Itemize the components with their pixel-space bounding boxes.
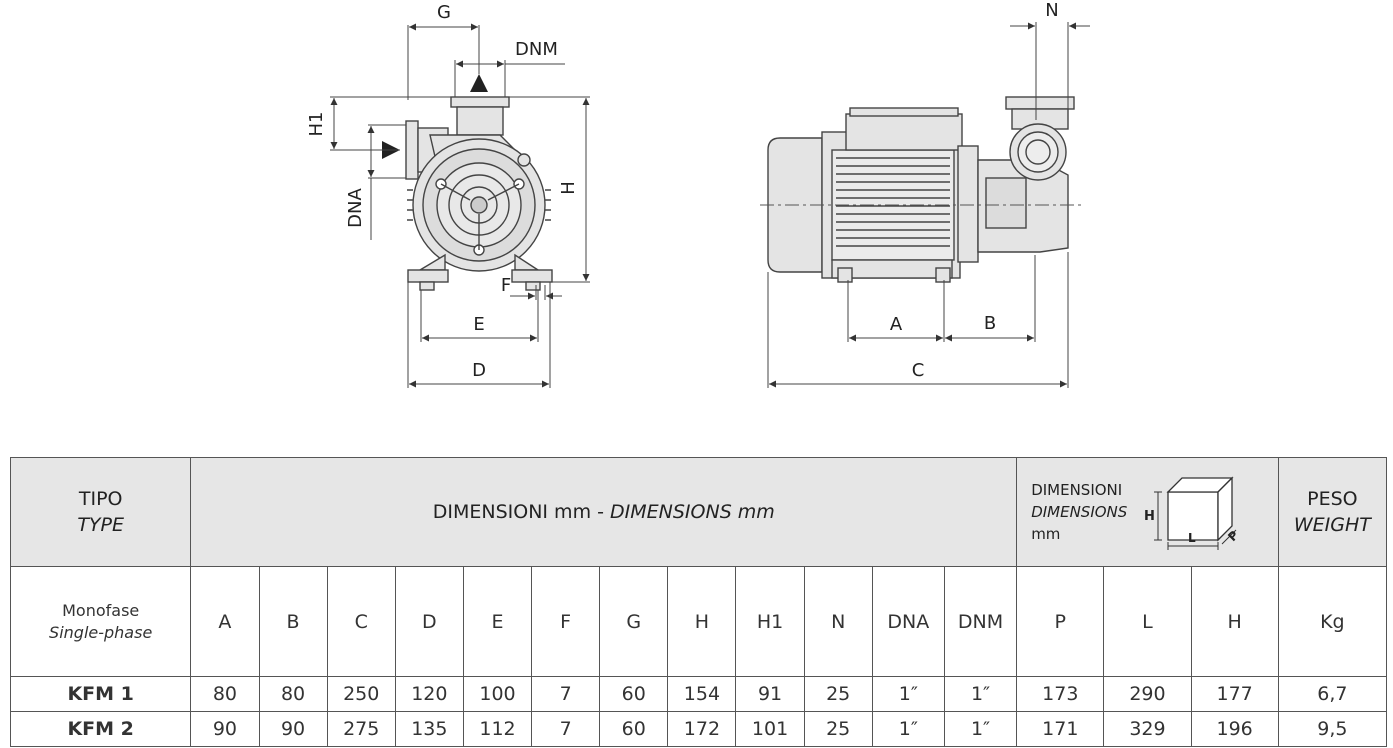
cell: 7 xyxy=(531,710,601,748)
cell: 100 xyxy=(462,675,533,712)
type-header-it: TIPO xyxy=(78,488,123,511)
dim-label-h1: H1 xyxy=(306,112,327,137)
cell: 25 xyxy=(803,675,873,712)
row-type: KFM 1 xyxy=(9,675,192,712)
cell: 154 xyxy=(667,675,737,712)
type-header-en: TYPE xyxy=(77,514,125,537)
cell: 25 xyxy=(803,710,873,748)
dim-label-dnm: DNM xyxy=(515,39,558,60)
dimensions-header-it: DIMENSIONI mm - xyxy=(432,501,611,524)
cell: 275 xyxy=(326,710,396,748)
col-kg: Kg xyxy=(1277,566,1388,677)
dim-label-f: F xyxy=(501,275,511,296)
cell: 135 xyxy=(394,710,464,748)
cell: 6,7 xyxy=(1277,675,1388,712)
front-view-dimension-lines xyxy=(330,23,590,388)
dim-label-a: A xyxy=(890,314,903,335)
col-g: G xyxy=(599,566,669,677)
cell: 91 xyxy=(735,675,805,712)
dim-label-e: E xyxy=(473,314,484,335)
cell: 7 xyxy=(531,675,601,712)
weight-header-en: WEIGHT xyxy=(1293,514,1371,537)
cell: 9,5 xyxy=(1277,710,1388,748)
cell: 60 xyxy=(599,710,669,748)
box-icon-h: H xyxy=(1144,509,1155,524)
cell: 173 xyxy=(1016,675,1105,712)
col-c: C xyxy=(326,566,396,677)
cell: 1″ xyxy=(871,675,945,712)
packing-box-icon: H L P xyxy=(1144,476,1241,550)
column-labels-row: Monofase Single-phase A B C D E F G H H1… xyxy=(9,566,1388,677)
cell: 171 xyxy=(1016,710,1105,748)
row-type: KFM 2 xyxy=(9,710,192,748)
cell: 1″ xyxy=(871,710,945,748)
dim-label-n: N xyxy=(1045,0,1058,21)
col-h1: H1 xyxy=(735,566,805,677)
dim-label-c: C xyxy=(912,360,925,381)
box-header-unit: mm xyxy=(1031,525,1061,544)
col-dna: DNA xyxy=(871,566,945,677)
type-header: TIPO TYPE xyxy=(9,456,192,568)
outlet-flow-arrow xyxy=(470,74,488,92)
dim-label-h: H xyxy=(558,181,579,195)
weight-header-it: PESO xyxy=(1307,488,1358,511)
col-h: H xyxy=(667,566,737,677)
col-a: A xyxy=(190,566,260,677)
col-l: L xyxy=(1103,566,1192,677)
col-dnm: DNM xyxy=(943,566,1018,677)
table-row: KFM 2 90 90 275 135 112 7 60 172 101 25 … xyxy=(9,710,1388,748)
col-b: B xyxy=(258,566,328,677)
dim-label-g: G xyxy=(437,2,451,23)
table-header-row: TIPO TYPE DIMENSIONI mm - DIMENSIONS mm … xyxy=(9,456,1388,568)
cell: 1″ xyxy=(943,675,1018,712)
phase-label-it: Monofase xyxy=(62,600,140,620)
phase-label-en: Single-phase xyxy=(49,622,153,642)
col-p: P xyxy=(1016,566,1105,677)
cell: 1″ xyxy=(943,710,1018,748)
cell: 112 xyxy=(462,710,533,748)
cell: 290 xyxy=(1103,675,1192,712)
cell: 80 xyxy=(258,675,328,712)
col-e: E xyxy=(462,566,533,677)
dim-label-dna: DNA xyxy=(345,187,366,227)
cell: 60 xyxy=(599,675,669,712)
cell: 101 xyxy=(735,710,805,748)
box-header-en: DIMENSIONS xyxy=(1031,503,1128,522)
cell: 177 xyxy=(1190,675,1279,712)
phase-label-cell: Monofase Single-phase xyxy=(9,566,192,677)
dim-label-b: B xyxy=(984,313,996,334)
cell: 90 xyxy=(190,710,260,748)
box-header-it: DIMENSIONI xyxy=(1031,481,1123,500)
cell: 196 xyxy=(1190,710,1279,748)
cell: 120 xyxy=(394,675,464,712)
cell: 329 xyxy=(1103,710,1192,748)
dim-label-d: D xyxy=(472,360,486,381)
box-dimensions-header: DIMENSIONI DIMENSIONS mm H xyxy=(1016,456,1279,568)
col-d: D xyxy=(394,566,464,677)
pump-side-view xyxy=(767,96,1075,283)
cell: 250 xyxy=(326,675,396,712)
dimensions-header-en: DIMENSIONS mm xyxy=(610,501,775,524)
dimensions-header: DIMENSIONI mm - DIMENSIONS mm xyxy=(190,456,1018,568)
box-icon-l: L xyxy=(1188,531,1196,545)
weight-header: PESO WEIGHT xyxy=(1277,456,1388,568)
technical-drawings: G DNM H1 DNA H F E D N A B C xyxy=(306,0,1090,388)
cell: 80 xyxy=(190,675,260,712)
col-f: F xyxy=(531,566,601,677)
table-row: KFM 1 80 80 250 120 100 7 60 154 91 25 1… xyxy=(9,675,1388,712)
cell: 90 xyxy=(258,710,328,748)
dimensions-table: TIPO TYPE DIMENSIONI mm - DIMENSIONS mm … xyxy=(9,456,1388,748)
col-n: N xyxy=(803,566,873,677)
col-box-h: H xyxy=(1190,566,1279,677)
side-view-dimension-lines xyxy=(767,22,1090,388)
pump-front-view xyxy=(405,96,553,291)
cell: 172 xyxy=(667,710,737,748)
